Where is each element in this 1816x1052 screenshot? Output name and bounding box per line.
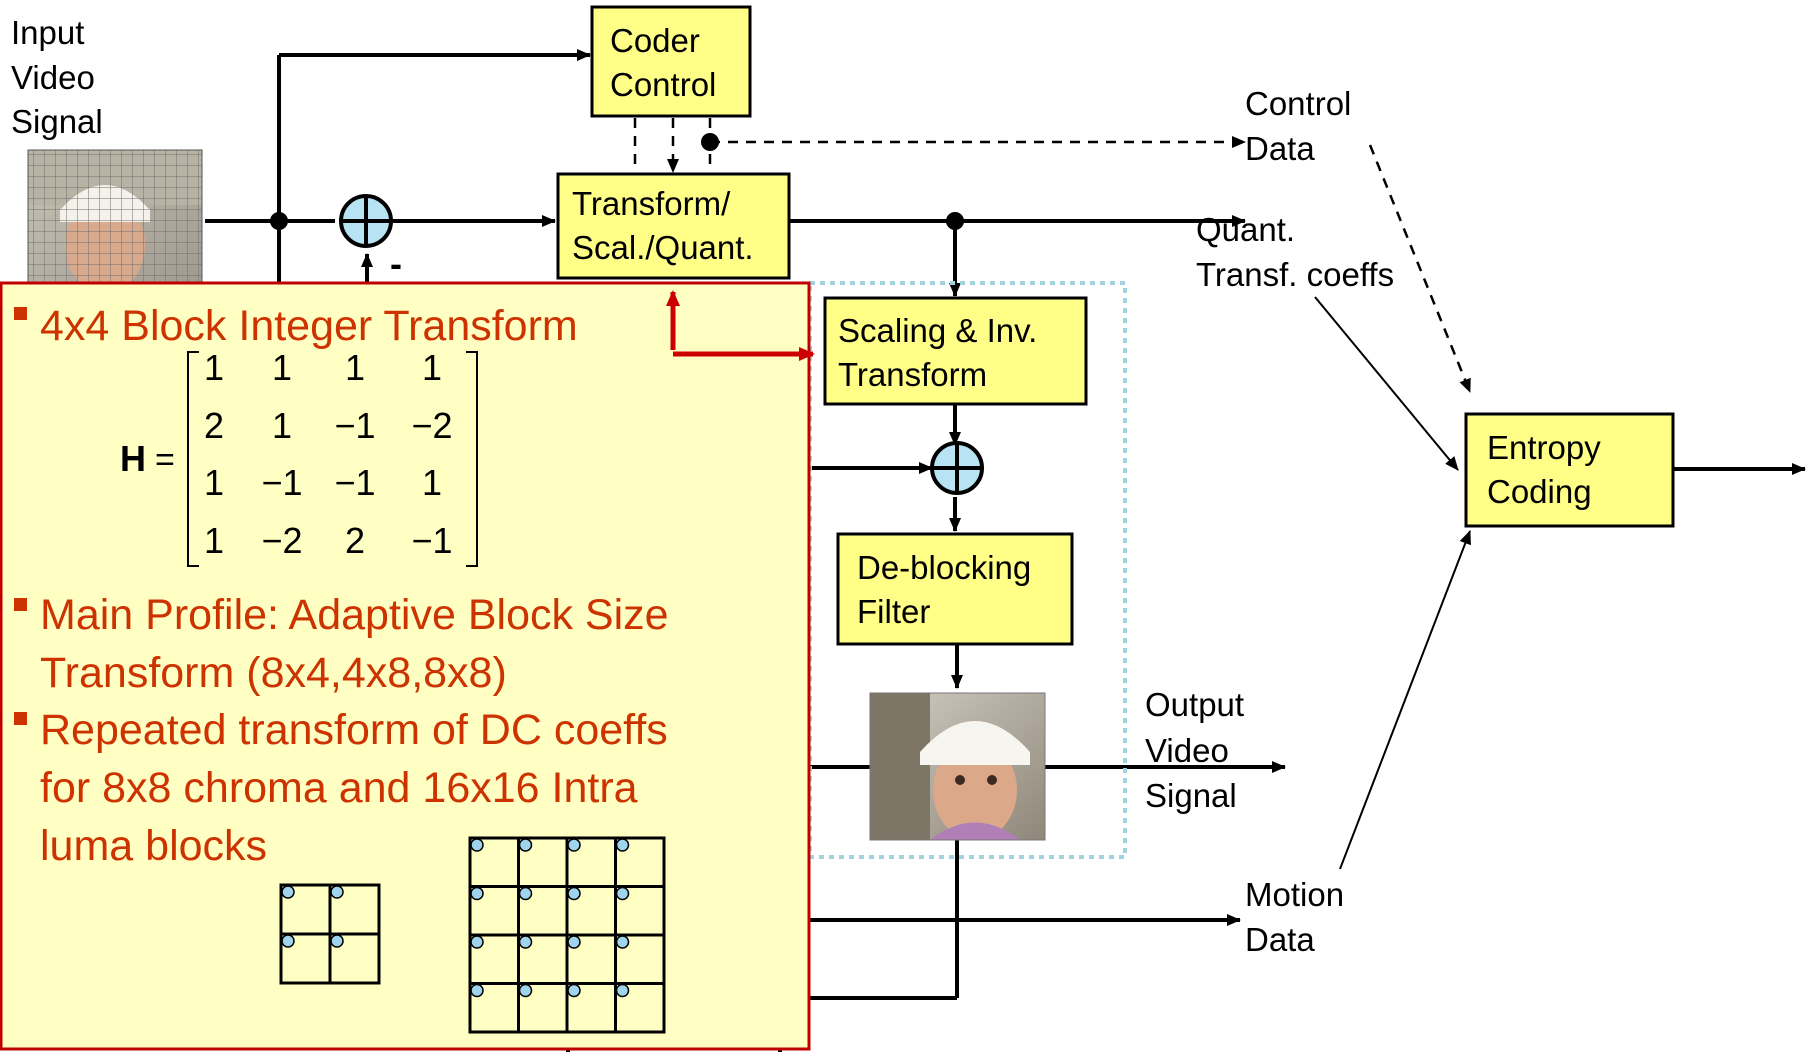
entropy-input-lines [1314, 296, 1471, 870]
matrix-cell: 2 [204, 405, 224, 446]
svg-text:Entropy: Entropy [1487, 429, 1601, 466]
junction-dots [270, 133, 964, 230]
dc-coefficient-dot [615, 935, 630, 949]
input-video-label: Input Video Signal [11, 14, 103, 140]
matrix-cell: 2 [345, 520, 365, 561]
svg-text:Signal: Signal [11, 103, 103, 140]
matrix-cell: 1 [345, 347, 365, 388]
bullet-marker [14, 307, 27, 320]
matrix-cell: −1 [334, 462, 375, 503]
dc-coefficient-dot [615, 983, 630, 998]
svg-text:Motion: Motion [1245, 876, 1344, 913]
dc-coefficient-dot [330, 934, 344, 948]
dc-coefficient-dot [470, 935, 484, 949]
transform-callout-overlay: 4x4 Block Integer Transform H = 1 1 1 1 2 1 −1… [0, 281, 811, 1051]
matrix-cell: 1 [422, 347, 442, 388]
svg-text:Control: Control [1245, 85, 1351, 122]
coder-control-block: Coder Control [590, 5, 752, 118]
dc-grid-large [468, 836, 666, 1034]
bullet-2-line-1: Main Profile: Adaptive Block Size [40, 591, 669, 639]
dc-coefficient-dot [567, 886, 581, 901]
dc-coefficient-dot [518, 838, 533, 852]
matrix-cell: −1 [411, 520, 452, 561]
dc-coefficient-dot [281, 934, 295, 948]
bullet-marker [14, 598, 27, 611]
matrix-cell: −1 [334, 405, 375, 446]
motion-data-label: Motion Data [1245, 876, 1344, 958]
svg-text:=: = [155, 441, 175, 479]
svg-text:Transf. coeffs: Transf. coeffs [1196, 256, 1394, 293]
svg-text:Scaling & Inv.: Scaling & Inv. [838, 312, 1037, 349]
svg-text:Transform: Transform [838, 356, 987, 393]
bullet-marker [14, 712, 27, 725]
svg-text:Quant.: Quant. [1196, 211, 1295, 248]
matrix-cell: 1 [204, 520, 224, 561]
matrix-cell: 1 [204, 347, 224, 388]
transform-quant-block: Transform/ Scal./Quant. [556, 172, 791, 280]
svg-text:Signal: Signal [1145, 777, 1237, 814]
svg-text:De-blocking: De-blocking [857, 549, 1031, 586]
dc-coefficient-dot [281, 885, 295, 899]
dc-coefficient-dot [470, 983, 484, 998]
output-video-label: Output Video Signal [1145, 686, 1244, 814]
svg-text:Video: Video [1145, 732, 1229, 769]
bullet-3-line-1: Repeated transform of DC coeffs [40, 706, 668, 754]
dc-coefficient-dot [567, 838, 581, 852]
dc-coefficient-dot [615, 886, 630, 901]
input-video-frame [27, 149, 203, 301]
highlight-link-arrow [666, 290, 815, 361]
bullet-3-line-2: for 8x8 chroma and 16x16 Intra [40, 764, 638, 812]
svg-text:Output: Output [1145, 686, 1244, 723]
bullet-2-line-2: Transform (8x4,4x8,8x8) [40, 649, 507, 697]
matrix-cell: −2 [261, 520, 302, 561]
svg-text:H: H [120, 438, 146, 479]
svg-text:Coder: Coder [610, 22, 700, 59]
svg-text:Input: Input [11, 14, 84, 51]
dc-coefficient-dot [518, 935, 533, 949]
svg-text:Video: Video [11, 59, 95, 96]
matrix-cell: 1 [422, 462, 442, 503]
dc-coefficient-dot [518, 886, 533, 901]
svg-text:Coding: Coding [1487, 473, 1592, 510]
dc-coefficient-dot [518, 983, 533, 998]
svg-text:Data: Data [1245, 130, 1315, 167]
dc-coefficient-dot [330, 885, 344, 899]
summing-node [339, 194, 393, 248]
deblocking-filter-block: De-blocking Filter [836, 532, 1074, 646]
dc-coefficient-dot [470, 838, 484, 852]
dc-grid-small [279, 883, 381, 985]
entropy-coding-block: Entropy Coding [1464, 412, 1675, 528]
control-dashed-lines [633, 118, 1472, 393]
svg-text:Scal./Quant.: Scal./Quant. [572, 229, 754, 266]
matrix-cell: 1 [272, 347, 292, 388]
matrix-cell: 1 [272, 405, 292, 446]
output-video-frame [869, 692, 1046, 841]
bullet-3-line-3: luma blocks [40, 822, 267, 870]
matrix-cell: 1 [204, 462, 224, 503]
dc-coefficient-dot [615, 838, 630, 852]
matrix-cell: −1 [261, 462, 302, 503]
bullet-1-text: 4x4 Block Integer Transform [40, 302, 578, 350]
control-data-label: Control Data [1245, 85, 1351, 167]
svg-text:Filter: Filter [857, 593, 930, 630]
dc-coefficient-dot [567, 983, 581, 998]
svg-text:Control: Control [610, 66, 716, 103]
inverse-transform-block: Scaling & Inv. Transform [823, 296, 1088, 406]
reconstruction-summing-node [930, 441, 984, 495]
integer-transform-matrix: H = 1 1 1 1 2 1 −1 −2 1 −1 −1 1 1 −2 2 −1 [120, 347, 478, 567]
dc-coefficient-dot [470, 886, 484, 901]
matrix-cell: −2 [411, 405, 452, 446]
quant-coeffs-label: Quant. Transf. coeffs [1196, 211, 1394, 293]
svg-text:Data: Data [1245, 921, 1315, 958]
minus-sign: - [390, 243, 402, 284]
svg-text:Transform/: Transform/ [572, 185, 731, 222]
dc-coefficient-dot [567, 935, 581, 949]
